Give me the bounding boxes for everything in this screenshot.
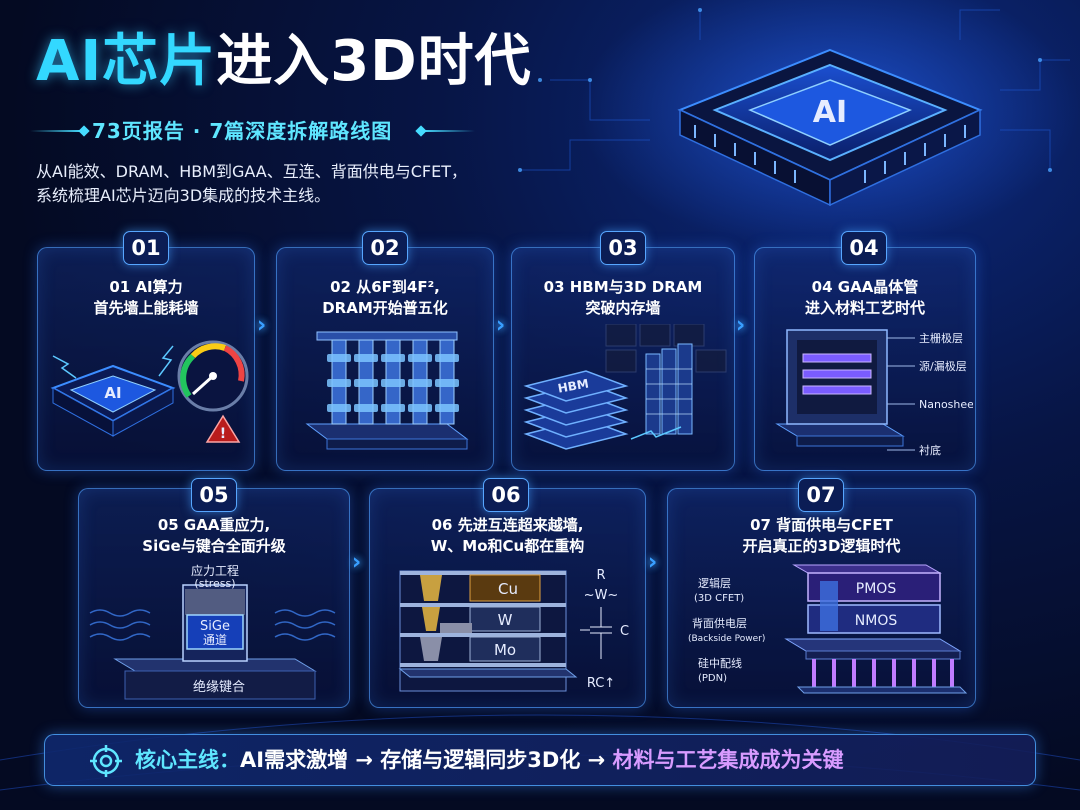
sige-stress-illustration: 应力工程 (stress) SiGe 通道 绝缘键合 — [89, 563, 336, 700]
panel-05-stress-label-2: (stress) — [194, 577, 235, 590]
panel-05-title-line-1: 05 GAA重应力, — [157, 516, 271, 534]
description-line-2: 系统梳理AI芯片迈向3D集成的技术主线。 — [36, 186, 331, 205]
title-part-2: 进入3D时代 — [216, 29, 532, 94]
subtitle-line-left — [30, 130, 82, 132]
panel-05-number: 05 — [191, 478, 237, 512]
panel-04-title-line-1: 04 GAA晶体管 — [811, 278, 919, 296]
panel-06-metal-cu: Cu — [498, 580, 518, 598]
core-summary-prefix: 核心主线： — [135, 748, 240, 772]
hero-ai-chip-illustration: AI — [677, 48, 983, 207]
subtitle-line-right — [423, 130, 475, 132]
panel-01-chip-label: AI — [104, 384, 121, 402]
svg-text:!: ! — [220, 426, 226, 442]
panel-04-number: 04 — [841, 231, 887, 265]
target-icon — [90, 745, 122, 777]
panel-03[interactable]: 03 HBM与3D DRAM 突破内存墙 HBM — [511, 247, 735, 471]
panel-06-metal-w: W — [498, 611, 513, 629]
panel-04[interactable]: 04 GAA晶体管 进入材料工艺时代 主栅极层 源/漏极层 Nanosheet … — [754, 247, 976, 471]
panel-02-title-line-2: DRAM开始普五化 — [322, 299, 448, 317]
hbm-stack-illustration: HBM — [523, 324, 727, 450]
panel-07-power-label-2: (Backside Power) — [688, 634, 765, 644]
panel-06-rc-c: C — [620, 624, 629, 639]
title-part-1: AI芯片 — [36, 29, 217, 94]
panel-06-title-line-1: 06 先进互连超来越墙, — [431, 516, 584, 534]
panel-06-number: 06 — [483, 478, 529, 512]
panel-07-logic-label-1: 逻辑层 — [698, 576, 731, 590]
panel-04-label-nanosheet: Nanosheet — [919, 398, 973, 411]
panel-02-number: 02 — [362, 231, 408, 265]
panel-05-base-label: 绝缘键合 — [193, 679, 245, 695]
panel-07-pdn-label-2: (PDN) — [698, 673, 727, 684]
panel-06-rc-r: R — [596, 568, 605, 583]
panel-06-title: 06 先进互连超来越墙, W、Mo和Cu都在重构 — [370, 515, 645, 557]
panel-03-stack-label: HBM — [557, 376, 590, 395]
description-line-1: 从AI能效、DRAM、HBM到GAA、互连、背面供电与CFET， — [36, 162, 468, 181]
backside-power-cfet-illustration: 逻辑层 (3D CFET) 背面供电层 (Backside Power) 硅中配… — [688, 564, 968, 694]
panel-06-rc-w: ~W~ — [584, 588, 619, 603]
panel-03-title-line-2: 突破内存墙 — [585, 299, 661, 317]
panel-01[interactable]: 01 AI算力 首先墙上能耗墙 AI ! — [37, 247, 255, 471]
panel-04-title-line-2: 进入材料工艺时代 — [804, 299, 925, 317]
panel-07-title-line-1: 07 背面供电与CFET — [750, 516, 893, 534]
panel-02-title-line-1: 02 从6F到4F², — [330, 278, 440, 296]
core-summary-text: 核心主线：AI需求激增 → 存储与逻辑同步3D化 → 材料与工艺集成成为关键 — [135, 745, 844, 775]
description: 从AI能效、DRAM、HBM到GAA、互连、背面供电与CFET， 系统梳理AI芯… — [36, 160, 506, 208]
panel-03-title: 03 HBM与3D DRAM 突破内存墙 — [512, 277, 734, 319]
panel-06-rc-rc: RC↑ — [587, 676, 615, 691]
panel-06-metal-mo: Mo — [494, 641, 516, 659]
panel-07-pmos: PMOS — [856, 581, 897, 597]
panel-01-title: 01 AI算力 首先墙上能耗墙 — [38, 277, 254, 319]
panel-05-title-line-2: SiGe与键合全面升级 — [142, 537, 286, 555]
panel-01-title-line-1: 01 AI算力 — [109, 278, 183, 296]
panel-01-number: 01 — [123, 231, 169, 265]
panel-06-title-line-2: W、Mo和Cu都在重构 — [430, 537, 585, 555]
panel-05[interactable]: 05 GAA重应力, SiGe与键合全面升级 应力工程 (stress) SiG… — [78, 488, 350, 708]
panel-07-number: 07 — [798, 478, 844, 512]
panel-05-channel-label-2: 通道 — [203, 633, 227, 647]
core-summary-part-1: AI需求激增 → 存储与逻辑同步3D化 → — [240, 748, 613, 772]
panel-04-label-gate: 主栅极层 — [919, 331, 963, 345]
panel-07-title-line-2: 开启真正的3D逻辑时代 — [742, 537, 901, 555]
subtitle: 73页报告 · 7篇深度拆解路线图 — [92, 119, 393, 143]
panel-07-pdn-label-1: 硅中配线 — [698, 656, 742, 670]
panel-07-logic-label-2: (3D CFET) — [694, 593, 744, 604]
panel-04-title: 04 GAA晶体管 进入材料工艺时代 — [755, 277, 975, 319]
core-summary-bar: 核心主线：AI需求激增 → 存储与逻辑同步3D化 → 材料与工艺集成成为关键 — [44, 734, 1036, 786]
panel-03-number: 03 — [600, 231, 646, 265]
subtitle-bar: 73页报告 · 7篇深度拆解路线图 — [30, 117, 475, 145]
panel-02-title: 02 从6F到4F², DRAM开始普五化 — [277, 277, 493, 319]
subtitle-dot-left — [78, 125, 90, 137]
interconnect-illustration: Cu W Mo R ~W~ C RC↑ — [398, 568, 629, 692]
panel-04-label-source-drain: 源/漏极层 — [919, 359, 967, 373]
panel-02[interactable]: 02 从6F到4F², DRAM开始普五化 — [276, 247, 494, 471]
panel-07[interactable]: 07 背面供电与CFET 开启真正的3D逻辑时代 逻辑层 (3D CFET) 背… — [667, 488, 976, 708]
dram-4f2-illustration — [305, 331, 469, 450]
panel-01-title-line-2: 首先墙上能耗墙 — [93, 299, 199, 317]
page-title: AI芯片进入3D时代 — [36, 30, 532, 94]
panel-07-title: 07 背面供电与CFET 开启真正的3D逻辑时代 — [668, 515, 975, 557]
panel-07-nmos: NMOS — [855, 613, 898, 629]
gaa-transistor-illustration: 主栅极层 源/漏极层 Nanosheet 衬底 — [775, 329, 973, 457]
hero-chip-label: AI — [813, 95, 847, 130]
core-summary-part-2: 材料与工艺集成成为关键 — [612, 748, 844, 772]
panel-05-channel-label-1: SiGe — [200, 619, 230, 634]
panel-05-stress-label-1: 应力工程 — [191, 563, 239, 578]
panel-04-label-substrate: 衬底 — [919, 443, 941, 457]
panel-03-title-line-1: 03 HBM与3D DRAM — [543, 278, 703, 296]
energy-wall-illustration: AI ! — [50, 340, 249, 443]
panel-06[interactable]: 06 先进互连超来越墙, W、Mo和Cu都在重构 Cu W Mo R ~W~ C… — [369, 488, 646, 708]
panel-07-power-label-1: 背面供电层 — [692, 616, 747, 630]
panel-05-title: 05 GAA重应力, SiGe与键合全面升级 — [79, 515, 349, 557]
